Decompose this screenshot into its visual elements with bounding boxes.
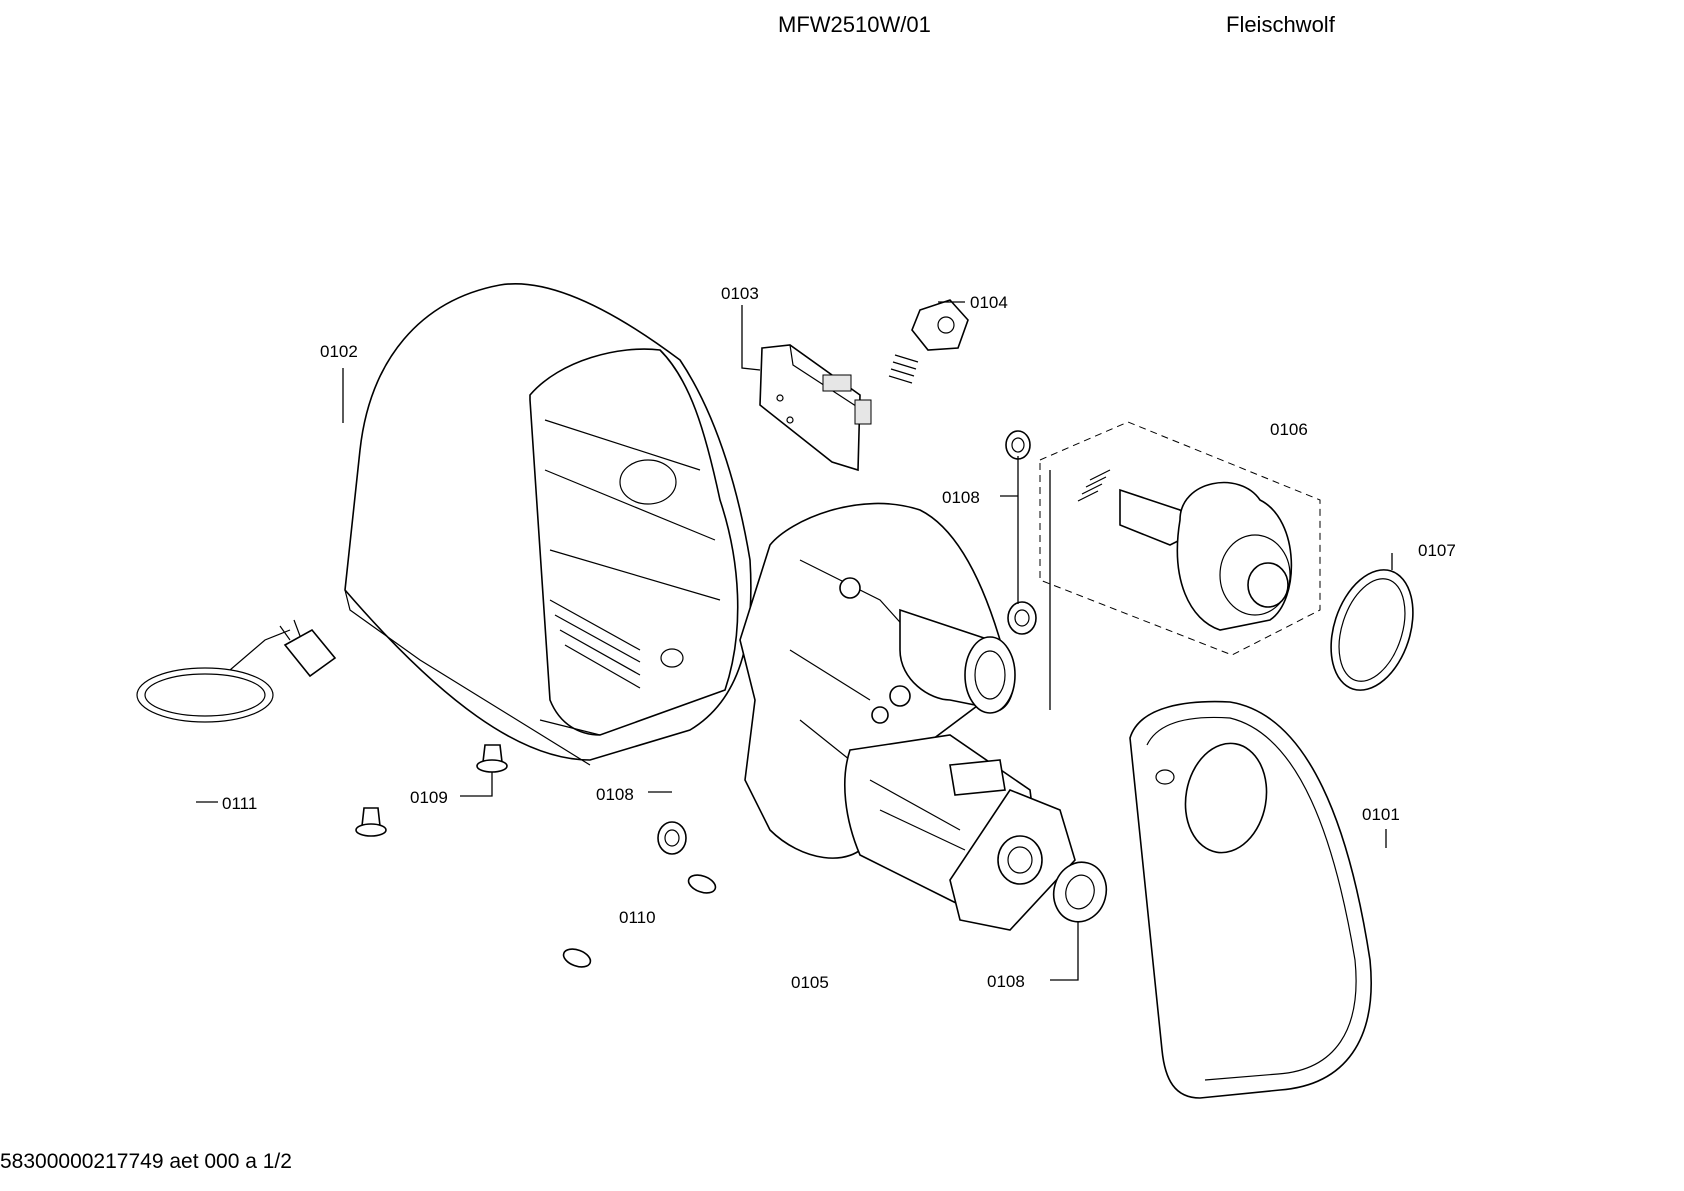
- document-reference: 58300000217749 aet 000 a 1/2: [0, 1150, 292, 1173]
- front-cover-part: [1129, 700, 1372, 1099]
- bushing-part-upper: [1005, 430, 1037, 635]
- part-label-0111: 0111: [222, 794, 257, 813]
- part-label-0101: 0101: [1362, 805, 1400, 824]
- leader-lines: [196, 301, 1393, 981]
- part-label-0104: 0104: [970, 293, 1008, 312]
- part-label-0105: 0105: [791, 973, 829, 992]
- bushing-part-right: [1052, 861, 1108, 923]
- model-number: MFW2510W/01: [778, 12, 931, 37]
- part-label-0108-upper: 0108: [942, 488, 980, 507]
- switch-part: [888, 299, 969, 384]
- part-label-0107: 0107: [1418, 541, 1456, 560]
- part-label-0103: 0103: [721, 284, 759, 303]
- part-label-0109: 0109: [410, 788, 448, 807]
- housing-cover-part: [344, 283, 752, 766]
- power-cord-part: [136, 619, 337, 723]
- part-label-0102: 0102: [320, 342, 358, 361]
- motor-frame-part: [739, 502, 1076, 931]
- bushing-part-left: [657, 821, 687, 855]
- rubber-feet-part: [562, 874, 717, 968]
- part-label-0108-right: 0108: [987, 972, 1025, 991]
- product-name: Fleischwolf: [1226, 12, 1335, 37]
- circuit-board-part: [759, 344, 872, 472]
- part-label-0106: 0106: [1270, 420, 1308, 439]
- part-label-0110: 0110: [619, 908, 656, 927]
- gear-assembly-part: [1039, 421, 1321, 656]
- part-label-0108-left: 0108: [596, 785, 634, 804]
- seal-ring-part: [1330, 569, 1414, 691]
